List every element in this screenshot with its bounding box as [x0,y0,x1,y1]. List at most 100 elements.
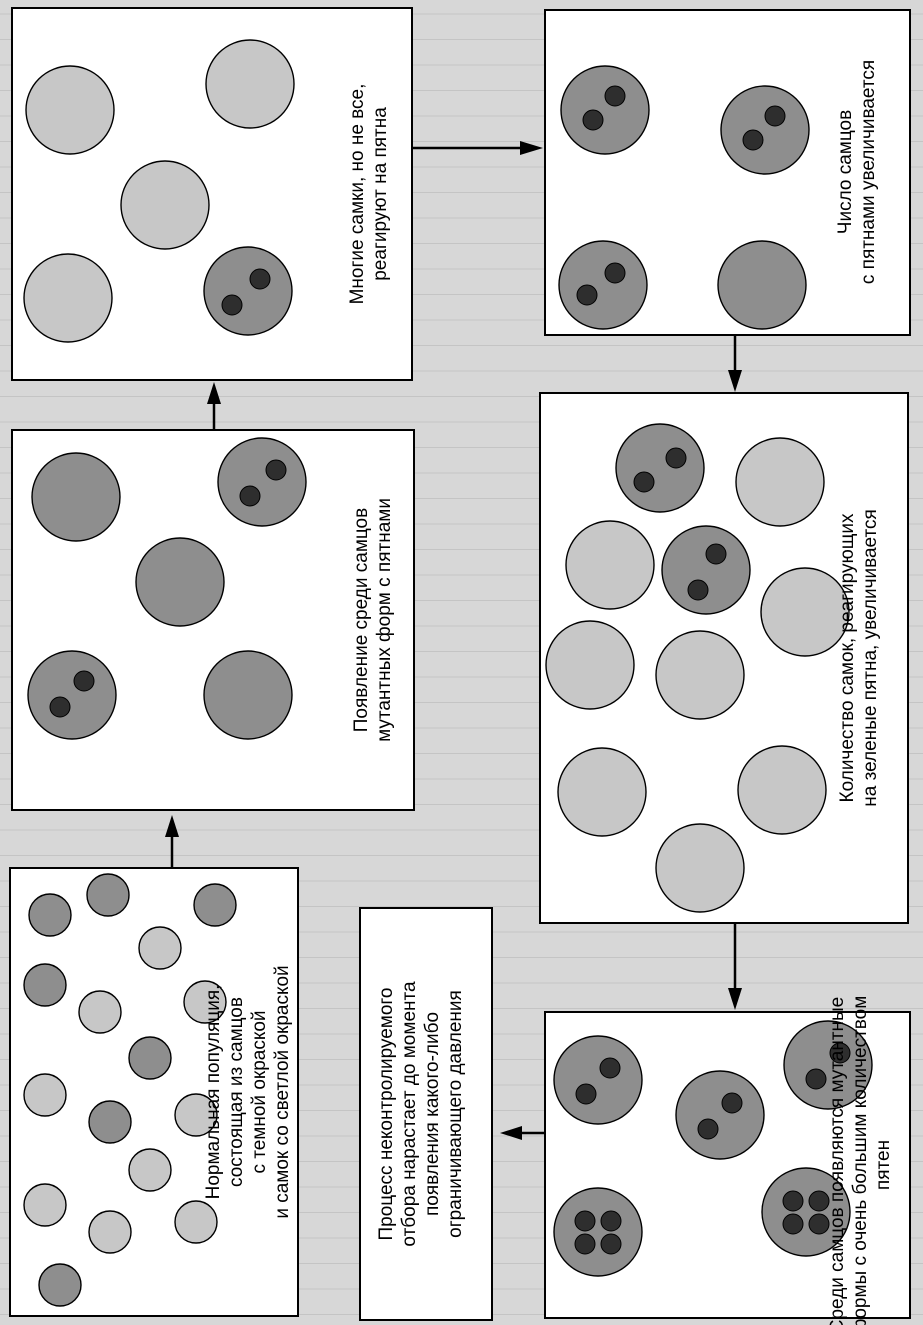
spot [574,1233,596,1255]
arrow-some-females-to-males-increase [412,141,543,155]
spot [575,1083,597,1105]
spot [633,471,655,493]
arrow-mutants-to-some-females [207,382,221,430]
male-individual [203,650,293,740]
caption-some-females-line-1: Многие самки, но не все, [347,84,368,305]
female-individual [760,567,850,657]
male-individual [28,893,72,937]
female-individual [174,1200,218,1244]
female-individual [88,1210,132,1254]
caption-females-react-line-2: на зеленые пятна, увеличивается [860,509,881,807]
spot [808,1190,830,1212]
female-individual [23,253,113,343]
caption-extreme-line-3: пятен [873,1140,894,1190]
caption-mutant-appearance: Появление среди самцов мутантных форм с … [351,498,395,742]
female-individual [565,520,655,610]
male-individual [217,437,307,527]
caption-some-females: Многие самки, но не все, реагируют на пя… [347,84,391,305]
female-individual [205,39,295,129]
caption-females-react-line-1: Количество самок, реагирующих [837,513,858,802]
caption-extreme-mutants: Среди самцов появляются мутантные формы … [827,996,894,1325]
male-individual [553,1035,643,1125]
female-individual [25,65,115,155]
male-individual [553,1187,643,1277]
caption-females-react: Количество самок, реагирующих на зеленые… [837,509,881,807]
female-individual [737,745,827,835]
spot [221,294,243,316]
spot [576,284,598,306]
spot [764,105,786,127]
panel-process-text [359,907,493,1321]
spot [239,485,261,507]
caption-mutants-line-1: Появление среди самцов [351,508,372,732]
caption-males-increase-line-2: с пятнами увеличивается [858,60,879,284]
arrow-males-increase-to-females-react [728,335,742,392]
spot [721,1092,743,1114]
male-individual [27,650,117,740]
female-individual [557,747,647,837]
male-individual [193,883,237,927]
arrow-extreme-to-process [500,1126,545,1140]
male-individual [88,1100,132,1144]
caption-extreme-line-1: Среди самцов появляются мутантные [827,997,848,1325]
caption-process-line-3: появления какого-либо [422,1012,443,1216]
female-individual [655,823,745,913]
male-individual [661,525,751,615]
spot [808,1213,830,1235]
spot [265,459,287,481]
male-individual [23,963,67,1007]
female-individual [545,620,635,710]
male-individual [31,452,121,542]
spot [49,696,71,718]
caption-extreme-line-2: формы с очень большим количеством [850,996,871,1325]
male-individual [717,240,807,330]
spot [782,1190,804,1212]
male-individual [203,246,293,336]
arrow-normal-to-mutants [165,815,179,868]
caption-process: Процесс неконтролируемого отбора нараста… [376,981,466,1247]
caption-males-increase-line-1: Число самцов [835,110,856,234]
male-individual [560,65,650,155]
arrow-females-react-to-extreme [728,923,742,1010]
spot [705,543,727,565]
caption-males-increase: Число самцов с пятнами увеличивается [835,60,879,284]
male-individual [783,1020,873,1110]
spot [805,1068,827,1090]
caption-normal-line-3: с темной окраской [249,1010,270,1173]
female-individual [23,1073,67,1117]
spot [73,670,95,692]
female-individual [78,990,122,1034]
spot [599,1057,621,1079]
caption-some-females-line-2: реагируют на пятна [370,107,391,281]
female-individual [735,437,825,527]
male-individual [615,423,705,513]
female-individual [183,980,227,1024]
male-individual [675,1070,765,1160]
female-individual [138,926,182,970]
female-individual [128,1148,172,1192]
male-individual [558,240,648,330]
caption-normal-population: Нормальная популяция, состоящая из самцо… [203,965,293,1218]
female-individual [655,630,745,720]
spot [604,262,626,284]
male-individual [86,873,130,917]
caption-process-line-4: ограничивающего давления [445,990,466,1238]
spot [249,268,271,290]
spot [687,579,709,601]
male-individual [135,537,225,627]
spot [697,1118,719,1140]
caption-mutants-line-2: мутантных форм с пятнами [374,498,395,742]
female-individual [120,160,210,250]
spot [600,1210,622,1232]
male-individual [128,1036,172,1080]
male-individual [761,1167,851,1257]
spot [600,1233,622,1255]
caption-normal-line-4: и самок со светлой окраской [272,965,293,1218]
caption-normal-line-2: состоящая из самцов [226,997,247,1187]
spot [782,1213,804,1235]
spot [742,129,764,151]
female-individual [23,1183,67,1227]
spot [665,447,687,469]
caption-normal-line-1: Нормальная популяция, [203,985,224,1200]
